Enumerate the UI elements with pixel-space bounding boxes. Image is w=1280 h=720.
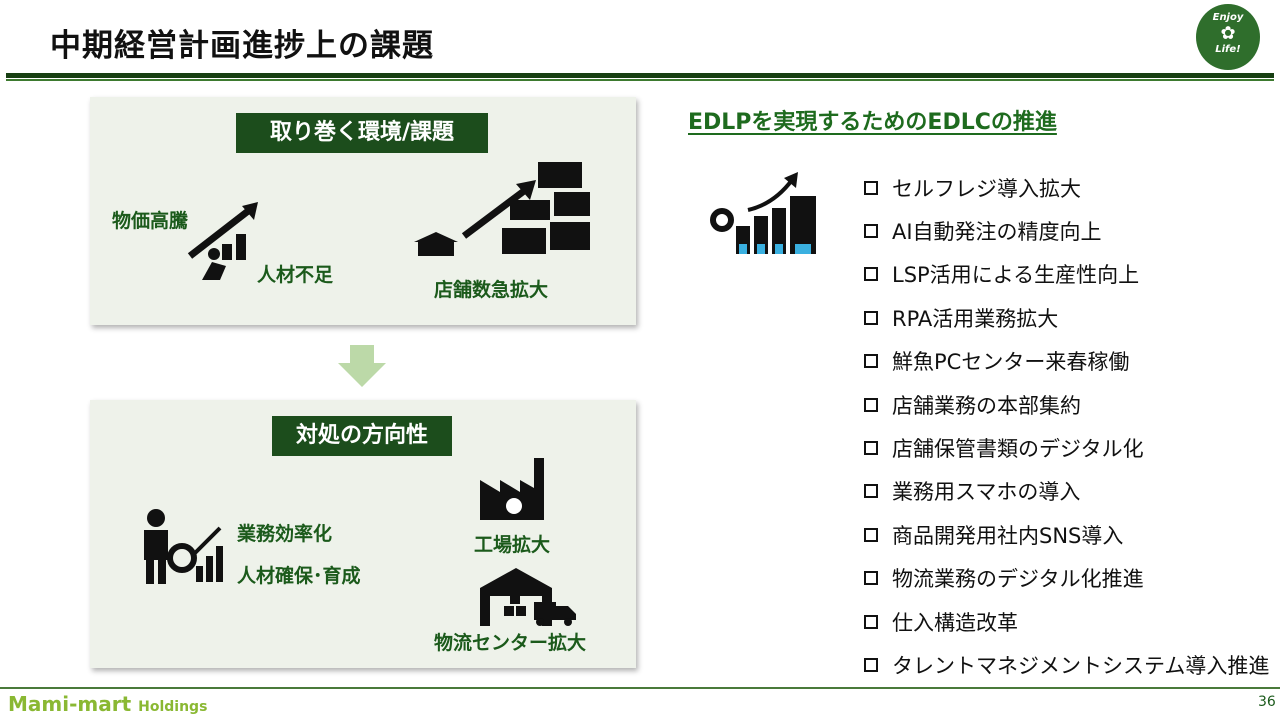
- list-item-text: 業務用スマホの導入: [892, 480, 1081, 505]
- page-number: 36: [1258, 694, 1276, 710]
- list-item-text: 物流業務のデジタル化推進: [892, 567, 1144, 592]
- header-divider: [6, 73, 1274, 78]
- logo-text: Life!: [1215, 44, 1241, 55]
- growth-chart-icon: [710, 172, 816, 254]
- checkbox-bullet-icon: [864, 527, 878, 542]
- list-item-text: セルフレジ導入拡大: [892, 176, 1081, 201]
- list-item: 仕入構造改革: [864, 600, 1269, 643]
- checkbox-bullet-icon: [864, 224, 878, 239]
- logistics-expansion-label: 物流センター拡大: [434, 632, 587, 654]
- checkbox-bullet-icon: [864, 614, 878, 629]
- checkbox-bullet-icon: [864, 484, 878, 499]
- struggle-arrow-icon: [187, 202, 258, 280]
- worker-growth-icon: [144, 509, 223, 584]
- list-item: 店舗業務の本部集約: [864, 383, 1269, 426]
- labor-shortage-label: 人材不足: [257, 264, 334, 286]
- environment-tag: 取り巻く環境/課題: [236, 113, 488, 153]
- checkbox-bullet-icon: [864, 354, 878, 369]
- brand-sub: Holdings: [138, 699, 208, 715]
- page-title: 中期経営計画進捗上の課題: [50, 28, 434, 64]
- factory-icon: [480, 458, 544, 520]
- header-divider: [6, 79, 1274, 81]
- footer-divider: [0, 687, 1280, 689]
- checkbox-bullet-icon: [864, 441, 878, 456]
- list-item-text: LSP活用による生産性向上: [892, 263, 1140, 288]
- list-item: RPA活用業務拡大: [864, 296, 1269, 339]
- edlc-initiatives-list: セルフレジ導入拡大 AI自動発注の精度向上 LSP活用による生産性向上 RPA活用業務…: [864, 166, 1269, 687]
- checkbox-bullet-icon: [864, 397, 878, 412]
- list-item: 鮮魚PCセンター来春稼働: [864, 340, 1269, 383]
- list-item: セルフレジ導入拡大: [864, 166, 1269, 209]
- list-item: 業務用スマホの導入: [864, 470, 1269, 513]
- checkbox-bullet-icon: [864, 180, 878, 195]
- direction-tag: 対処の方向性: [272, 416, 452, 456]
- list-item-text: RPA活用業務拡大: [892, 306, 1059, 331]
- down-arrow-icon: [338, 345, 386, 387]
- store-expansion-label: 店舗数急拡大: [434, 279, 549, 301]
- talent-label: 人材確保･育成: [237, 565, 361, 587]
- list-item-text: AI自動発注の精度向上: [892, 220, 1102, 245]
- efficiency-label: 業務効率化: [237, 523, 333, 545]
- factory-expansion-label: 工場拡大: [474, 534, 551, 556]
- list-item: 商品開発用社内SNS導入: [864, 513, 1269, 556]
- edlc-heading: EDLPを実現するためのEDLCの推進: [688, 110, 1057, 135]
- list-item-text: 商品開発用社内SNS導入: [892, 523, 1124, 548]
- list-item: AI自動発注の精度向上: [864, 209, 1269, 252]
- list-item-text: 鮮魚PCセンター来春稼働: [892, 350, 1130, 375]
- list-item-text: 仕入構造改革: [892, 610, 1018, 635]
- price-rise-label: 物価高騰: [112, 210, 189, 232]
- checkbox-bullet-icon: [864, 310, 878, 325]
- flower-icon: ✿: [1220, 23, 1236, 44]
- warehouse-truck-icon: [480, 568, 576, 626]
- store-expansion-icon: [414, 162, 590, 256]
- brand-name: Mami-mart: [8, 692, 132, 716]
- logo-text: Enjoy: [1212, 12, 1244, 23]
- enjoy-life-logo: Enjoy✿Life!: [1196, 4, 1260, 70]
- list-item: LSP活用による生産性向上: [864, 253, 1269, 296]
- list-item: タレントマネジメントシステム導入推進: [864, 643, 1269, 686]
- list-item: 店舗保管書類のデジタル化: [864, 426, 1269, 469]
- list-item-text: 店舗業務の本部集約: [892, 393, 1081, 418]
- list-item: 物流業務のデジタル化推進: [864, 557, 1269, 600]
- checkbox-bullet-icon: [864, 571, 878, 586]
- checkbox-bullet-icon: [864, 657, 878, 672]
- brand-logo: Mami-mart Holdings: [8, 692, 207, 716]
- list-item-text: 店舗保管書類のデジタル化: [892, 437, 1144, 462]
- list-item-text: タレントマネジメントシステム導入推進: [892, 653, 1270, 678]
- checkbox-bullet-icon: [864, 267, 878, 282]
